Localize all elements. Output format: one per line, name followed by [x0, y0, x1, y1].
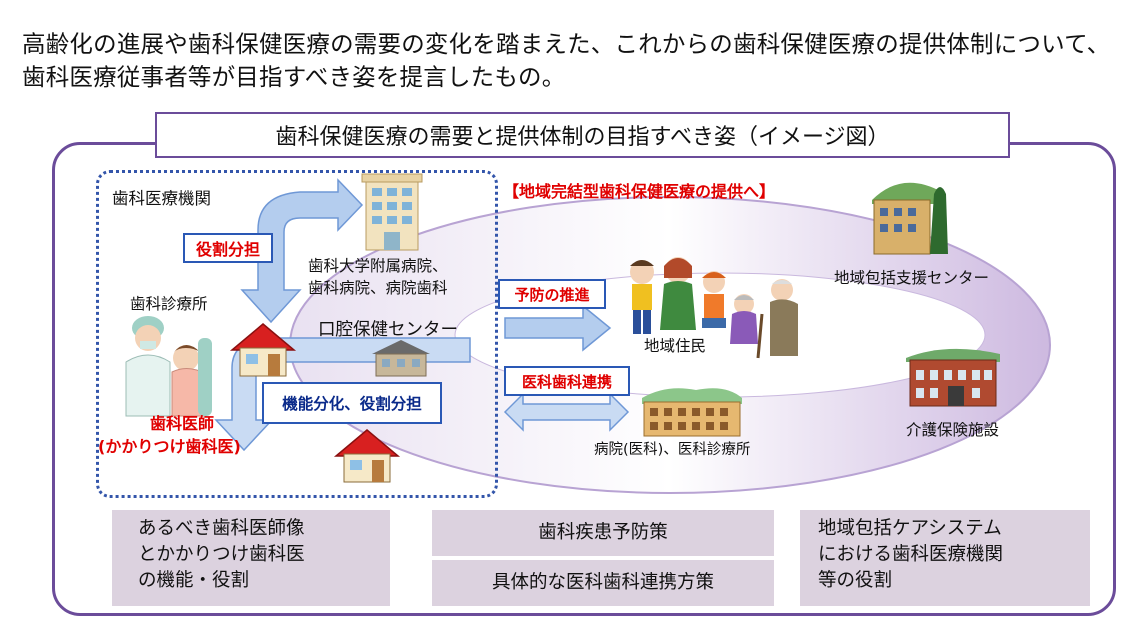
- intro-text: 高齢化の進展や歯科保健医療の需要の変化を踏まえた、これからの歯科保健医療の提供体…: [22, 30, 1111, 91]
- university-hospital-icon: [361, 173, 423, 251]
- hospital-clinic-label: 病院(医科)、医科診療所: [594, 442, 751, 458]
- community-complete-heading: 【地域完結型歯科保健医療の提供へ】: [503, 182, 776, 201]
- dental-clinic-label: 歯科診療所: [130, 295, 208, 313]
- university-hospital-label-2: 歯科病院、病院歯科: [308, 279, 448, 297]
- function-differentiation-box: 機能分化、役割分担: [262, 382, 442, 424]
- role-sharing-badge: 役割分担: [183, 233, 273, 263]
- cooperation-measures-box: 具体的な医科歯科連携方策: [432, 560, 774, 606]
- residents-label: 地域住民: [644, 337, 707, 355]
- integrated-care-line-1: 地域包括ケアシステム: [818, 518, 1002, 539]
- promote-prevention-badge: 予防の推進: [498, 279, 606, 309]
- ideal-dentist-box: あるべき歯科医師像 とかかりつけ歯科医 の機能・役割: [112, 510, 390, 606]
- support-center-label: 地域包括支援センター: [834, 269, 990, 287]
- oral-health-center-label: 口腔保健センター: [318, 320, 458, 340]
- oral-health-center-icon: [372, 340, 430, 377]
- dentist-patient-illustration: [125, 316, 212, 417]
- dentist-label: 歯科医師: [150, 414, 215, 433]
- university-hospital-label-1: 歯科大学附属病院、: [308, 257, 448, 275]
- medical-dental-cooperation-badge: 医科歯科連携: [504, 366, 630, 396]
- support-center-icon: [872, 182, 948, 255]
- dental-institutions-box: [96, 170, 498, 498]
- integrated-care-line-2: における歯科医療機関: [818, 544, 1004, 565]
- hospital-medical-icon: [642, 388, 742, 437]
- ideal-dentist-line-2: とかかりつけ歯科医: [138, 544, 305, 565]
- integrated-care-line-3: 等の役割: [818, 570, 893, 591]
- prevention-measures-box: 歯科疾患予防策: [432, 510, 774, 556]
- residents-illustration: [630, 257, 798, 359]
- integrated-care-box: 地域包括ケアシステム における歯科医療機関 等の役割: [800, 510, 1090, 606]
- dental-institutions-label: 歯科医療機関: [112, 189, 211, 208]
- dental-clinic-house-icon-2: [333, 429, 401, 483]
- care-facility-label: 介護保険施設: [906, 421, 1000, 439]
- family-dentist-label: (かかりつけ歯科医): [98, 437, 241, 456]
- care-facility-icon: [906, 348, 1000, 407]
- ideal-dentist-line-3: の機能・役割: [138, 570, 250, 591]
- diagram-title: 歯科保健医療の需要と提供体制の目指すべき姿（イメージ図）: [155, 112, 1010, 158]
- ideal-dentist-line-1: あるべき歯科医師像: [138, 518, 305, 539]
- dental-clinic-house-icon: [229, 323, 297, 377]
